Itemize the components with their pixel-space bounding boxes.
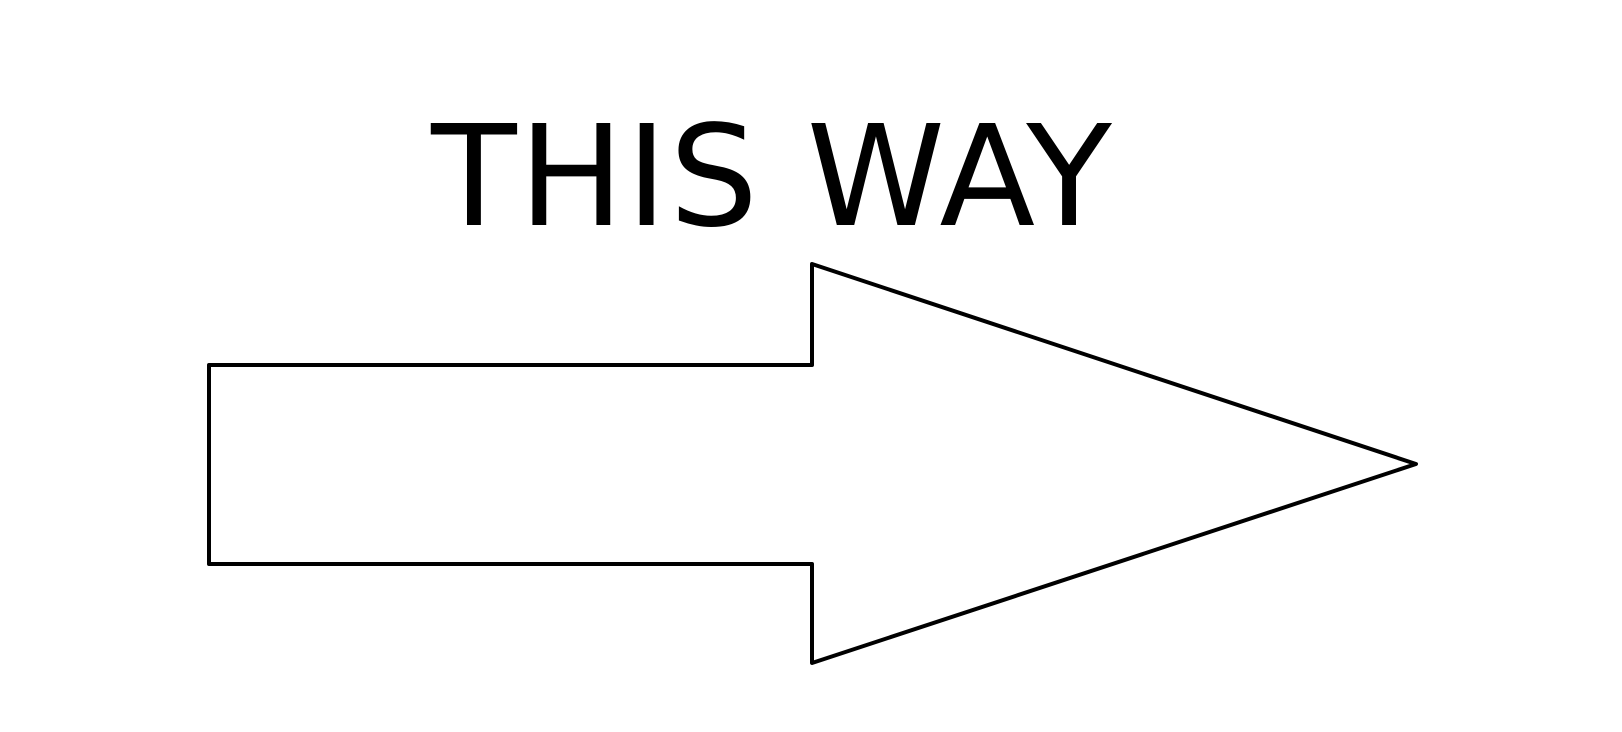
- arrow-outline: [207, 262, 1418, 665]
- sign-heading: THIS WAY: [431, 96, 1114, 259]
